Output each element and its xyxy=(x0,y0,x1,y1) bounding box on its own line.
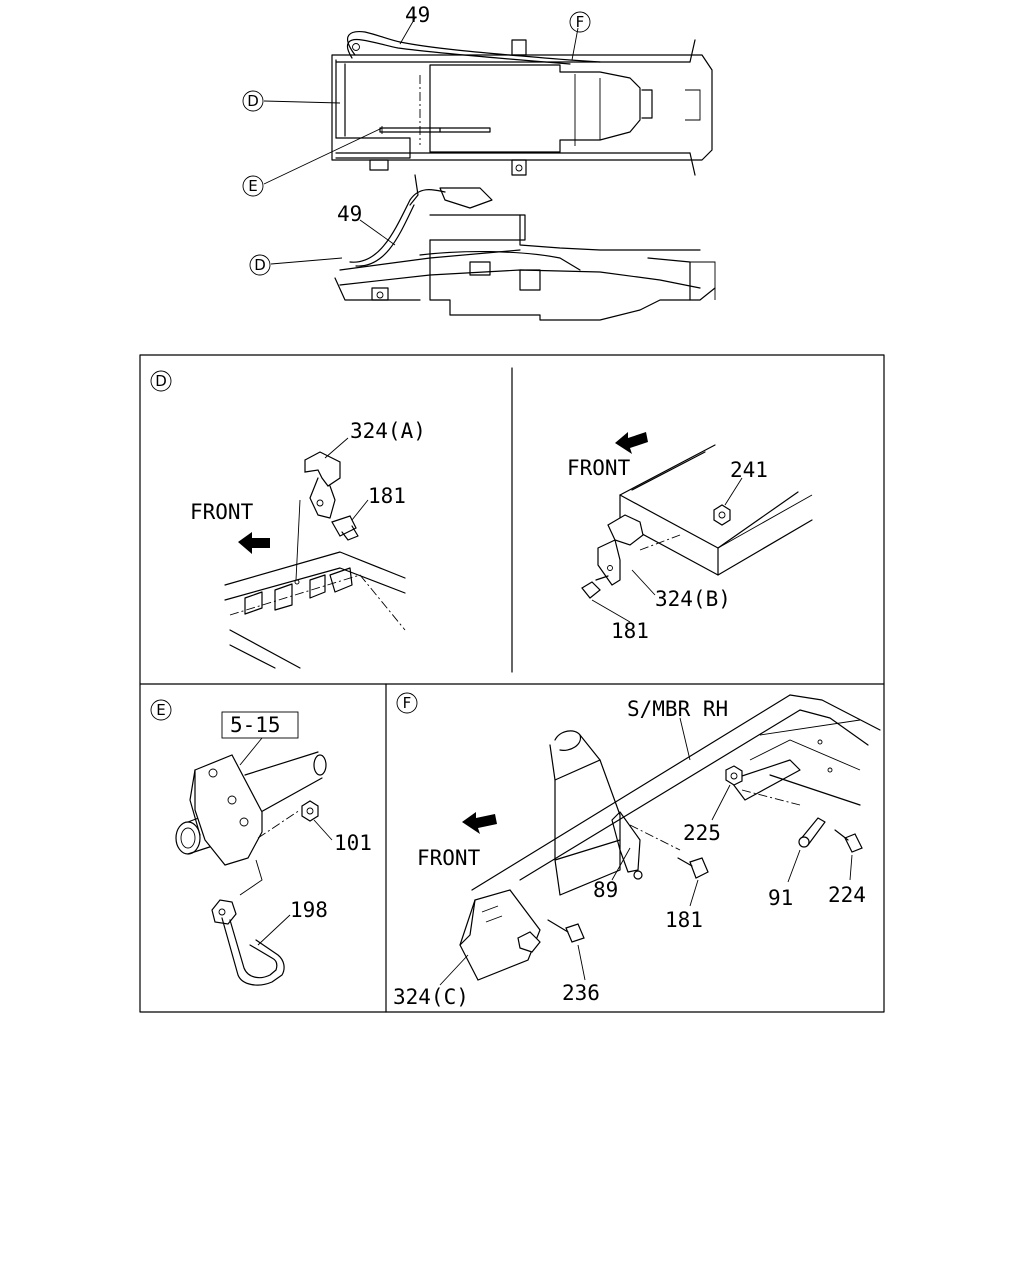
panel-f-label-324c: 324(C) xyxy=(393,985,469,1009)
panel-e-ref-box-text: 5-15 xyxy=(230,713,281,737)
panel-f-label-front: FRONT xyxy=(417,846,481,870)
panel-d-callout: D xyxy=(155,372,167,390)
panel-d: D 324(A) 181 FRONT xyxy=(150,370,426,669)
panel-e-callout: E xyxy=(156,701,165,719)
panel-d2-label-nut: 241 xyxy=(730,458,768,482)
panel-d2-label-bolt: 181 xyxy=(611,619,649,643)
overview-side-view xyxy=(270,174,716,321)
panel-f-label-89: 89 xyxy=(593,878,618,902)
panel-e: E 5-15 101 198 xyxy=(150,699,372,986)
overview-callout-d-circle xyxy=(242,90,264,112)
overview-top-view xyxy=(263,17,713,185)
overview-callout-d-side: D xyxy=(254,256,266,274)
panel-f-label-225: 225 xyxy=(683,821,721,845)
panel-f-callout: F xyxy=(403,694,412,712)
panel-f-label-181: 181 xyxy=(665,908,703,932)
overview-callout-f: F xyxy=(576,13,585,31)
overview-callout-d-side-circle xyxy=(249,254,271,276)
panel-f-label-236: 236 xyxy=(562,981,600,1005)
panel-d2-label-bracket: 324(B) xyxy=(655,587,731,611)
overview-callout-f-circle xyxy=(569,11,591,33)
overview-callout-e: E xyxy=(248,177,257,195)
panel-e-label-clip: 198 xyxy=(290,898,328,922)
panel-e-label-nut: 101 xyxy=(334,831,372,855)
panel-d2: FRONT 241 324(B) 181 xyxy=(567,432,813,643)
overview-label-49-side: 49 xyxy=(337,202,362,226)
panel-e-ref-box xyxy=(221,711,299,739)
detail-grid-frame xyxy=(139,354,885,1013)
panel-d-label-bolt: 181 xyxy=(368,484,406,508)
overview-callout-e-circle xyxy=(242,175,264,197)
panel-f-label-224: 224 xyxy=(828,883,866,907)
overview-callout-d-top: D xyxy=(247,92,259,110)
overview-label-49-top: 49 xyxy=(405,3,430,27)
panel-f: F xyxy=(393,692,881,1009)
panel-f-label-91: 91 xyxy=(768,886,793,910)
panel-d-label-front: FRONT xyxy=(190,500,254,524)
panel-f-label-member: S/MBR RH xyxy=(627,697,728,721)
panel-d2-label-front: FRONT xyxy=(567,456,631,480)
panel-d-label-bracket: 324(A) xyxy=(350,419,426,443)
